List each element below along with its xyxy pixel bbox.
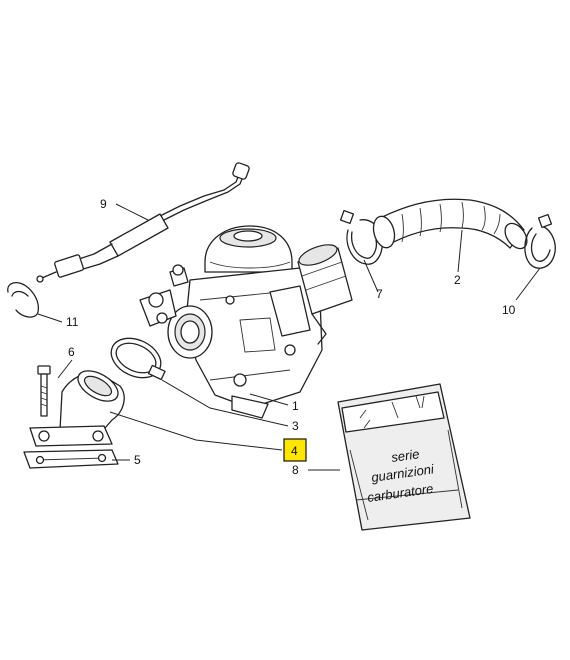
callout-label: 5 bbox=[134, 453, 141, 467]
callout-9[interactable]: 9 bbox=[100, 197, 107, 211]
callout-label: 8 bbox=[292, 463, 299, 477]
callout-label: 9 bbox=[100, 197, 107, 211]
clip-part-11[interactable] bbox=[7, 281, 40, 318]
callout-label: 6 bbox=[68, 345, 75, 359]
callout-8[interactable]: 8 bbox=[292, 463, 299, 477]
callout-label: 3 bbox=[292, 419, 299, 433]
callout-label: 7 bbox=[376, 287, 383, 301]
callout-label: 2 bbox=[454, 273, 461, 287]
carburettor-part-1[interactable] bbox=[139, 225, 353, 419]
callout-label: 4 bbox=[291, 444, 298, 458]
hose-clamp-part-3[interactable] bbox=[105, 331, 167, 386]
callout-3[interactable]: 3 bbox=[292, 419, 299, 433]
inlet-manifold-part-4[interactable] bbox=[29, 365, 125, 447]
callout-highlight-box bbox=[283, 438, 307, 462]
cable-part-9[interactable] bbox=[36, 162, 250, 283]
gasket-set-bag-part-8[interactable]: serie guarnizioni carburatore bbox=[337, 383, 471, 531]
callout-7[interactable]: 7 bbox=[376, 287, 383, 301]
callout-11[interactable]: 11 bbox=[66, 315, 79, 329]
callout-label: 1 bbox=[292, 399, 299, 413]
leader-lines bbox=[37, 203, 541, 471]
hose-clamp-part-10[interactable] bbox=[524, 213, 556, 269]
callout-10[interactable]: 10 bbox=[502, 303, 516, 317]
bolt-part-6[interactable] bbox=[37, 365, 51, 417]
callout-4-highlighted[interactable]: 4 bbox=[283, 438, 307, 462]
callout-label: 11 bbox=[66, 315, 79, 329]
air-duct-part-2[interactable] bbox=[370, 198, 531, 252]
callout-5[interactable]: 5 bbox=[134, 453, 141, 467]
callout-6[interactable]: 6 bbox=[68, 345, 75, 359]
callout-2[interactable]: 2 bbox=[454, 273, 461, 287]
gasket-part-5[interactable] bbox=[23, 449, 119, 469]
bag-label-line-1: serie bbox=[390, 446, 420, 465]
callout-1[interactable]: 1 bbox=[292, 399, 299, 413]
callout-label: 10 bbox=[502, 303, 516, 317]
